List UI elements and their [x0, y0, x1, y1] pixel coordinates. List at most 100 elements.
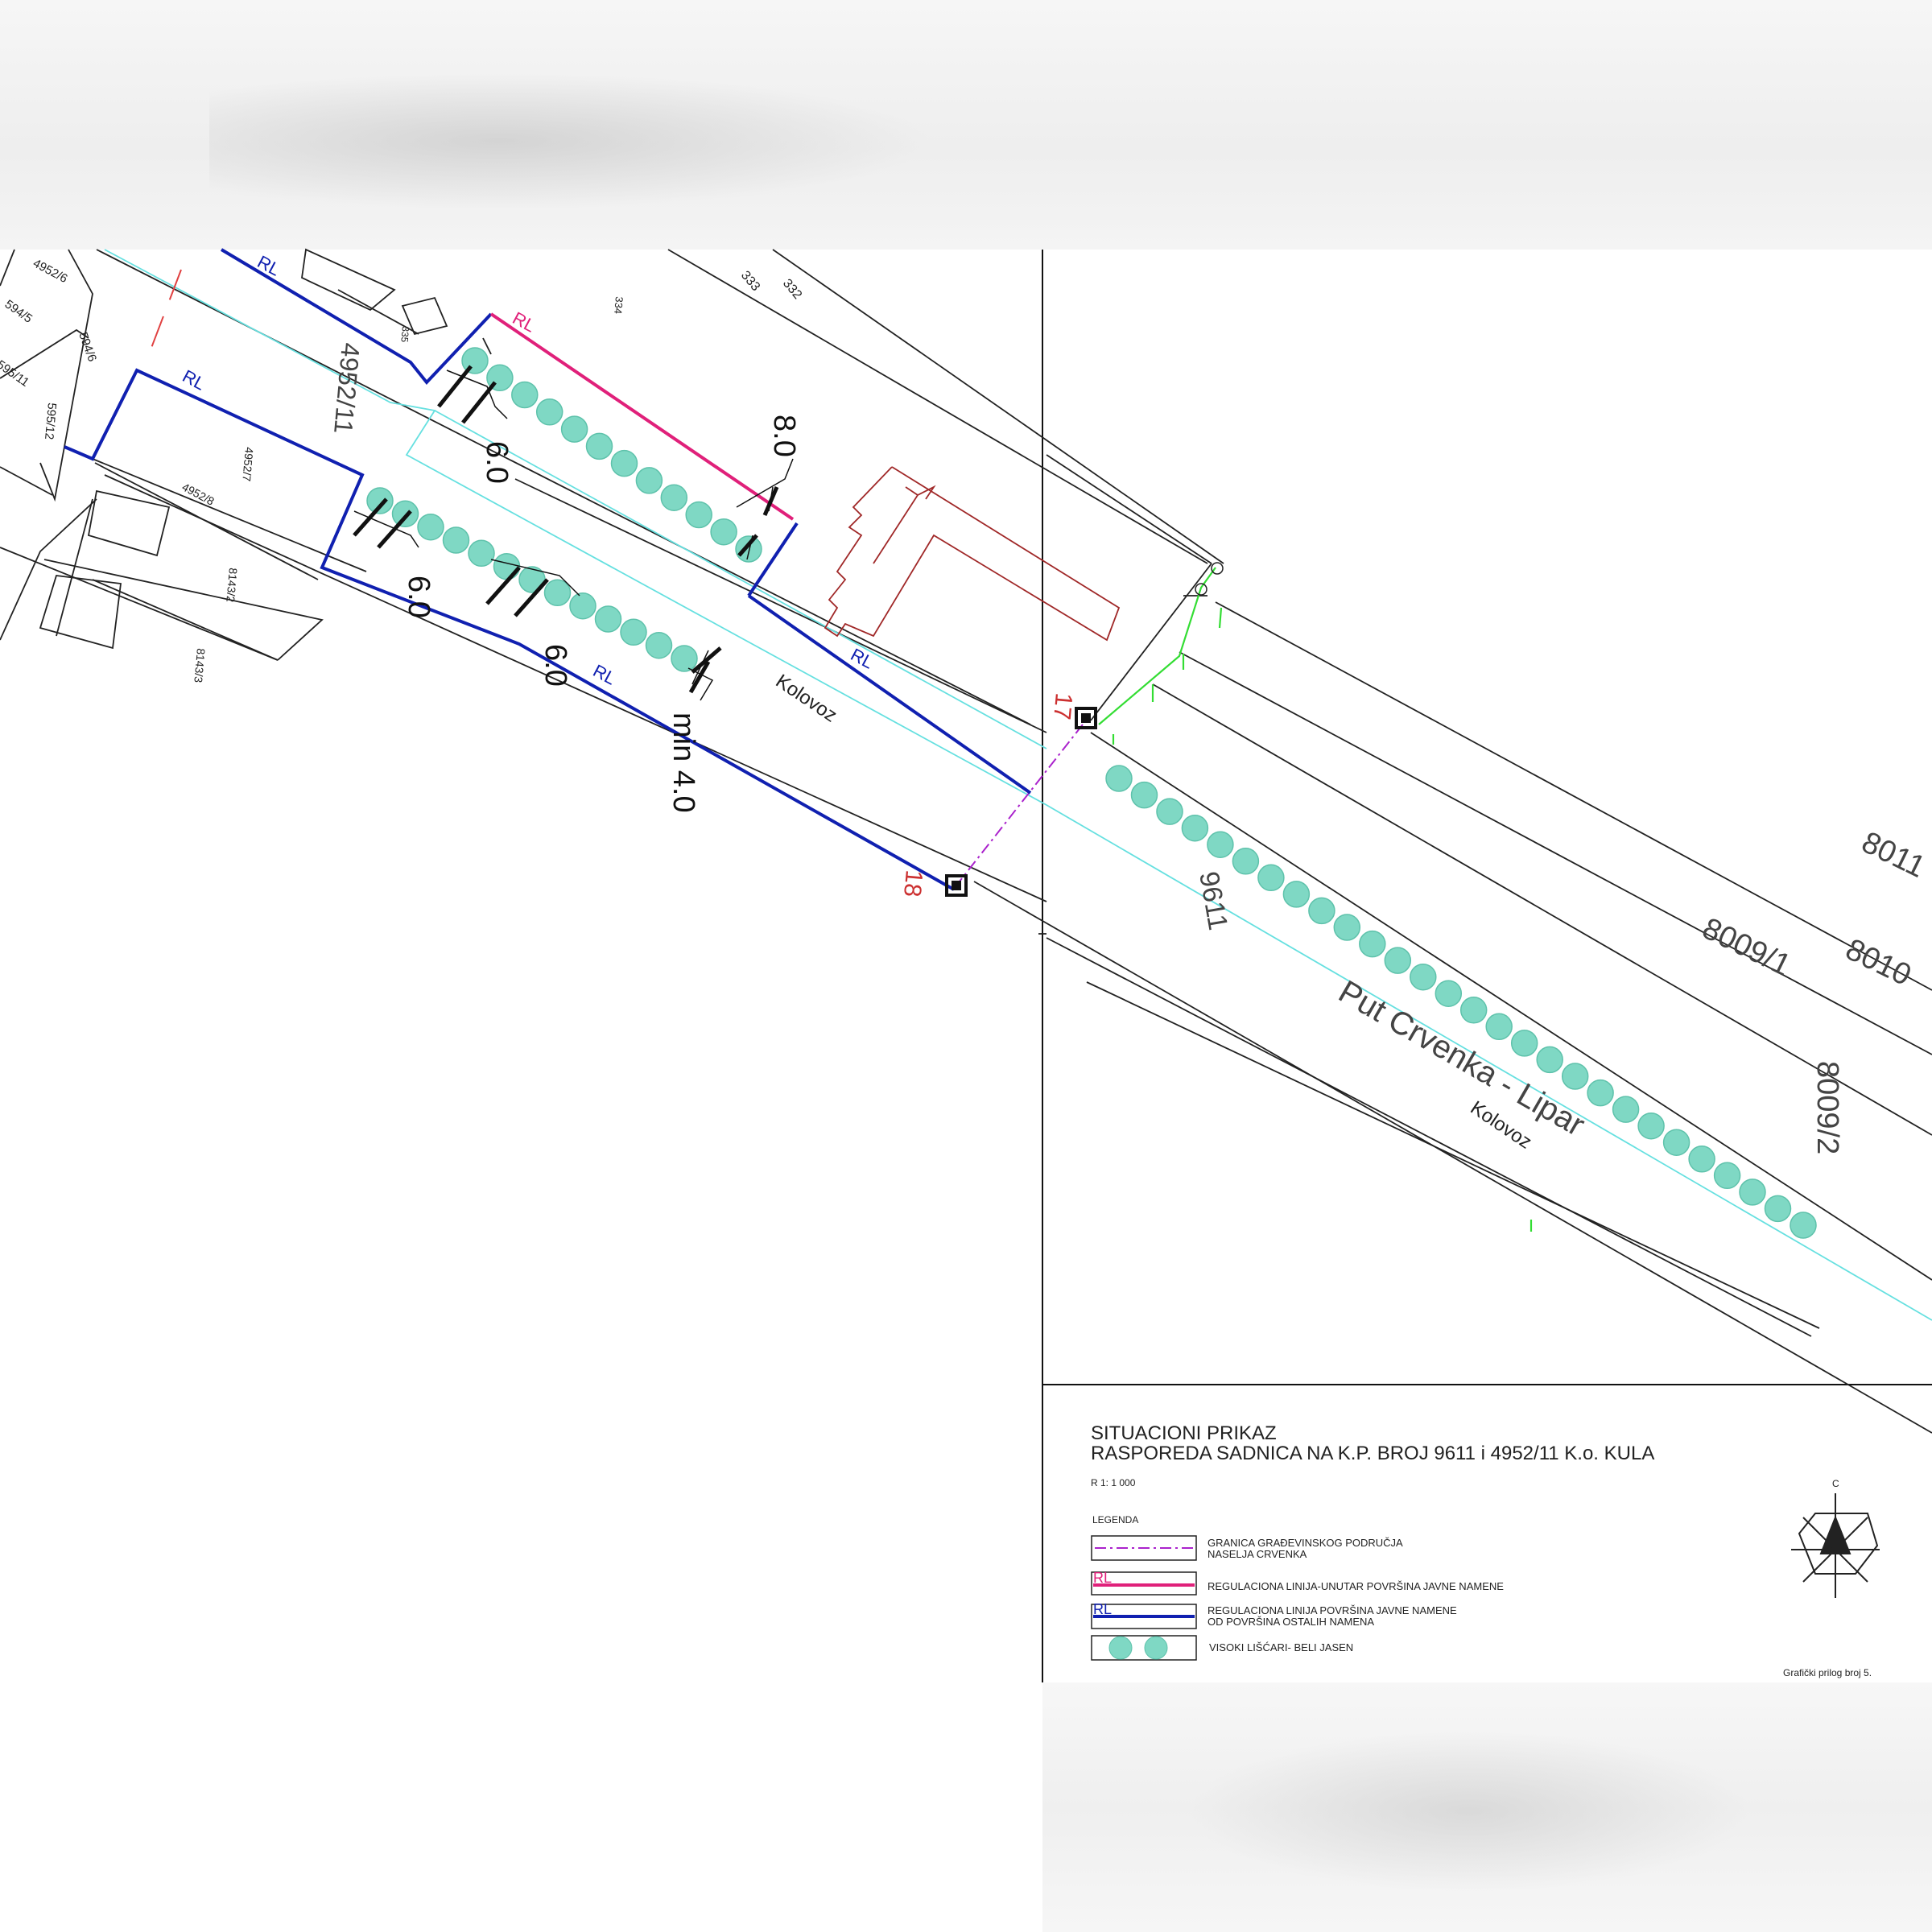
parcel-335: 335 — [398, 326, 411, 343]
tree-symbol — [1536, 1046, 1563, 1074]
tree-symbol — [1790, 1212, 1817, 1239]
tree-symbol — [1612, 1096, 1640, 1123]
dimension-min-4-0: min 4.0 — [667, 712, 700, 813]
dimension-6-0: 6.0 — [402, 576, 436, 618]
legend-text: VISOKI LIŠĆARI- BELI JASEN — [1209, 1641, 1353, 1653]
tree-symbol — [543, 579, 572, 607]
tree-symbol — [1662, 1129, 1690, 1156]
parcel-8009-2: 8009/2 — [1810, 1061, 1844, 1154]
legend-symbol-rl: RL — [1093, 1570, 1112, 1586]
tree-symbol — [511, 381, 539, 409]
dimension-ticks — [353, 365, 779, 694]
pink-regulation-line — [489, 312, 795, 521]
dimension-8-0: 8.0 — [767, 415, 801, 457]
tree-symbol — [1181, 814, 1209, 842]
tree-symbol — [1764, 1195, 1792, 1223]
tree-symbol — [535, 398, 564, 426]
purple-boundary-line — [956, 724, 1084, 886]
blue-regulation-lines — [64, 248, 1032, 891]
tree-symbol — [1637, 1112, 1665, 1140]
tree-symbol — [560, 415, 588, 443]
tree-symbol — [635, 467, 663, 494]
tree-symbol — [1739, 1179, 1766, 1206]
scale-text: R 1: 1 000 — [1091, 1477, 1136, 1488]
dimension-6-0: 6.0 — [539, 644, 572, 687]
point-marker-17 — [1075, 707, 1097, 729]
parcel-595-12: 595/12 — [42, 402, 59, 440]
tree-symbol — [391, 500, 419, 528]
tree-symbol — [585, 432, 613, 460]
tree-symbol — [671, 645, 698, 672]
tree-symbol — [660, 484, 688, 511]
legend-symbol-rl: RL — [1093, 1601, 1112, 1617]
parcel-8143-2: 8143/2 — [224, 568, 240, 603]
tree-symbol — [1156, 798, 1183, 825]
legend-tree-icon — [1108, 1636, 1133, 1660]
tree-symbol — [493, 552, 521, 580]
tree-symbol — [1282, 881, 1311, 908]
legend-text: REGULACIONA LINIJA POVRŠINA JAVNE NAMENE — [1208, 1604, 1457, 1616]
red-dashed-line — [148, 269, 182, 355]
dimension-labels: 8.0 6.0 6.0 6.0 min 4.0 — [402, 415, 801, 813]
title-line-1: SITUACIONI PRIKAZ — [1091, 1422, 1277, 1444]
tree-symbol — [610, 449, 638, 477]
tree-symbol — [1308, 897, 1335, 925]
tree-symbol — [569, 592, 597, 620]
tree-symbol — [1105, 765, 1133, 792]
north-label: C — [1832, 1478, 1839, 1489]
parcel-8143-3: 8143/3 — [192, 648, 208, 683]
tree-symbol — [1207, 831, 1234, 858]
legend-swatch-blue-line — [1091, 1604, 1197, 1629]
tree-symbol — [1459, 997, 1488, 1024]
building-outline — [824, 466, 1121, 642]
tree-symbol — [1587, 1079, 1614, 1107]
green-line — [1098, 567, 1533, 1232]
legend-text: OD POVRŠINA OSTALIH NAMENA — [1208, 1616, 1374, 1628]
point-17-label: 17 — [1048, 691, 1077, 720]
blurred-background-bottom — [1042, 1682, 1932, 1932]
tree-symbol — [1435, 980, 1463, 1007]
tree-symbol — [710, 518, 737, 546]
tree-symbol — [1410, 963, 1437, 991]
tree-symbol — [594, 605, 622, 633]
parcel-334: 334 — [612, 296, 625, 315]
blurred-background-top — [0, 0, 1932, 250]
tree-symbol — [620, 618, 647, 646]
drawing-sheet — [0, 250, 1932, 1682]
tree-rows — [366, 347, 1817, 1239]
tree-symbol — [1257, 864, 1285, 892]
tree-symbol — [1510, 1030, 1538, 1057]
north-arrow-icon — [1791, 1493, 1880, 1598]
settlement-boundary-cyan — [104, 249, 1932, 1321]
tree-symbol — [1485, 1013, 1513, 1041]
title-line-2: RASPOREDA SADNICA NA K.P. BROJ 9611 i 49… — [1091, 1443, 1654, 1464]
tree-symbol — [442, 526, 470, 554]
tree-symbol — [645, 631, 673, 659]
legend-text: NASELJA CRVENKA — [1208, 1548, 1307, 1560]
tree-symbol — [1688, 1146, 1715, 1173]
cadastral-lines — [0, 248, 1932, 1434]
attachment-note: Grafički prilog broj 5. — [1783, 1667, 1872, 1678]
legend-swatch-trees — [1091, 1635, 1197, 1661]
tree-symbol — [468, 539, 495, 568]
legend-heading: LEGENDA — [1092, 1514, 1138, 1525]
legend-tree-icon — [1144, 1636, 1168, 1660]
legend-swatch-pink-line — [1091, 1571, 1197, 1596]
tree-symbol — [366, 487, 394, 514]
point-18-label: 18 — [898, 869, 927, 898]
tree-symbol — [1333, 914, 1361, 941]
parcel-4952-7: 4952/7 — [240, 447, 256, 482]
tree-symbol — [1359, 930, 1386, 958]
title-block: SITUACIONI PRIKAZ RASPOREDA SADNICA NA K… — [1091, 1422, 1872, 1678]
tree-symbol — [1561, 1063, 1589, 1090]
legend-text: GRANICA GRAĐEVINSKOG PODRUČJA — [1208, 1537, 1403, 1549]
survey-circles — [1195, 562, 1224, 596]
tree-symbol — [1384, 947, 1412, 974]
legend-swatch-settlement-boundary — [1091, 1535, 1197, 1561]
tree-symbol — [685, 501, 712, 529]
dimension-lines — [353, 369, 794, 701]
tree-symbol — [1130, 781, 1158, 809]
point-marker-18 — [945, 874, 968, 897]
tree-symbol — [1713, 1162, 1741, 1190]
